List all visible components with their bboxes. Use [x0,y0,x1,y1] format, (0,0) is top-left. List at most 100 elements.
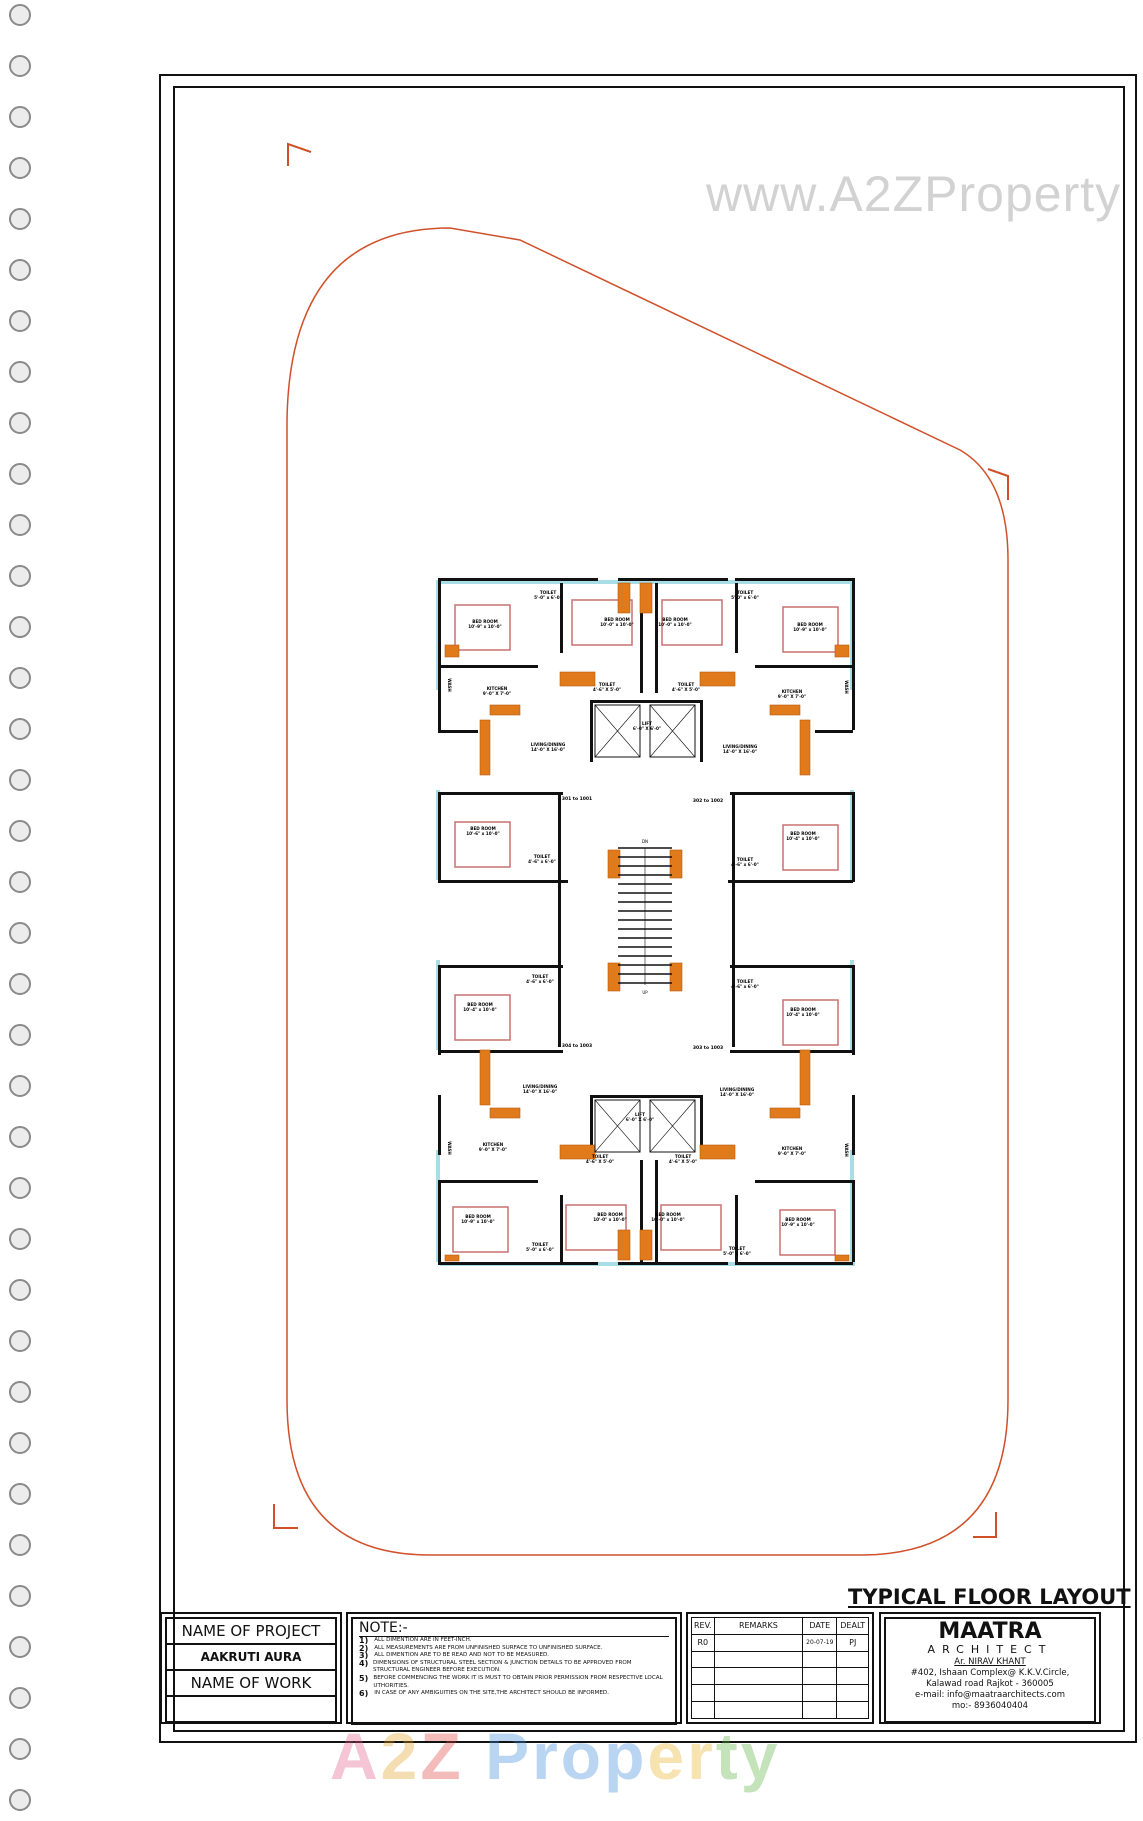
watermark-bottom: A2Z Property [330,1719,781,1793]
wash-label: WASH [844,680,849,694]
note-item: 5)BEFORE COMMENCING THE WORK IT IS MUST … [359,1673,669,1690]
binding-hole [9,973,31,995]
revision-cell [713,1633,804,1652]
furniture [669,962,683,992]
wall [438,578,598,581]
lift-cross [594,1099,641,1153]
firm-email: e-mail: info@maatraarchitects.com [914,1690,1066,1700]
architect-box: MAATRA ARCHITECT Ar. NIRAV KHANT #402, I… [879,1612,1101,1724]
revision-cell: 20-07-19 [802,1633,838,1652]
wall [590,1095,593,1157]
notes-list: 1)ALL DIMENTION ARE IN FEET-INCH.2)ALL M… [359,1637,669,1698]
room-name: LIVING/DINING [531,742,566,747]
room-dimensions: 9'-0" X 7'-0" [483,691,511,696]
wall [590,1095,700,1098]
furniture [834,1254,850,1262]
room-name: BED ROOM [467,1002,493,1007]
binding-hole [9,1126,31,1148]
binding-hole [9,820,31,842]
room-dimensions: 14'-0" X 16'-0" [720,1092,754,1097]
wash-label: WASH [844,1143,849,1157]
bed-outline [452,1206,509,1253]
binding-hole [9,514,31,536]
furniture [489,1107,521,1119]
binding-hole [9,259,31,281]
note-number: 1) [359,1636,369,1645]
room-dimensions: 10'-9" x 10'-0" [461,1219,495,1224]
binding-hole [9,361,31,383]
wall [560,1195,563,1265]
bed-outline [565,1204,627,1251]
binding-hole [9,106,31,128]
stair-down-label: DN [642,839,648,844]
furniture [444,644,460,658]
wall [815,730,853,733]
room-name: BED ROOM [797,622,823,627]
wall [655,1160,658,1265]
wall [438,1180,441,1262]
note-text: ALL DIMENTION ARE TO BE READ AND NOT TO … [374,1652,550,1659]
furniture [607,962,621,992]
flat-number-label: 302 to 1002 [693,798,723,804]
furniture [699,671,736,687]
wall [590,700,593,762]
window [440,580,855,584]
room-name: LIVING/DINING [723,744,758,749]
furniture [769,1107,801,1119]
room-name: TOILET [737,590,754,595]
room-name: KITCHEN [483,1142,504,1147]
firm-subtitle: ARCHITECT [927,1643,1053,1656]
furniture [489,704,521,716]
wall [618,578,728,581]
bed-outline [454,994,511,1041]
room-name: KITCHEN [487,686,508,691]
binding-hole [9,1279,31,1301]
drawing-title: TYPICAL FLOOR LAYOUT [848,1585,1131,1609]
room-name: BED ROOM [597,1212,623,1217]
wash-label: WASH [447,678,452,692]
binding-hole [9,565,31,587]
revision-cell [691,1650,715,1669]
wall [618,1262,728,1265]
furniture [444,1254,460,1262]
project-name-value: AAKRUTI AURA [167,1645,335,1671]
binding-hole [9,871,31,893]
inner-frame [173,86,1125,1732]
room-name: TOILET [592,1154,609,1159]
room-name: TOILET [532,974,549,979]
binding-hole [9,208,31,230]
wall [438,792,441,882]
binding-hole [9,718,31,740]
room-dimensions: 4'-6" x 6'-0" [526,979,554,984]
lift-cross [594,704,641,758]
revision-row [691,1667,869,1686]
bed-outline [782,606,839,653]
wall [640,1160,643,1265]
room-dimensions: 14'-0" X 16'-0" [523,1089,557,1094]
wall [852,578,855,698]
revision-cell [802,1684,838,1703]
room-dimensions: 9'-0" X 7'-0" [778,1151,806,1156]
revision-cell [691,1667,715,1686]
bed-outline [661,599,723,646]
wall [640,583,643,693]
revision-cell [713,1650,804,1669]
wall [728,880,853,883]
note-number: 5) [359,1673,369,1683]
lift-cross [649,1099,696,1153]
room-dimensions: 10'-4" x 10'-0" [786,1012,820,1017]
revision-cell: REMARKS [713,1617,804,1635]
binding-hole [9,1636,31,1658]
